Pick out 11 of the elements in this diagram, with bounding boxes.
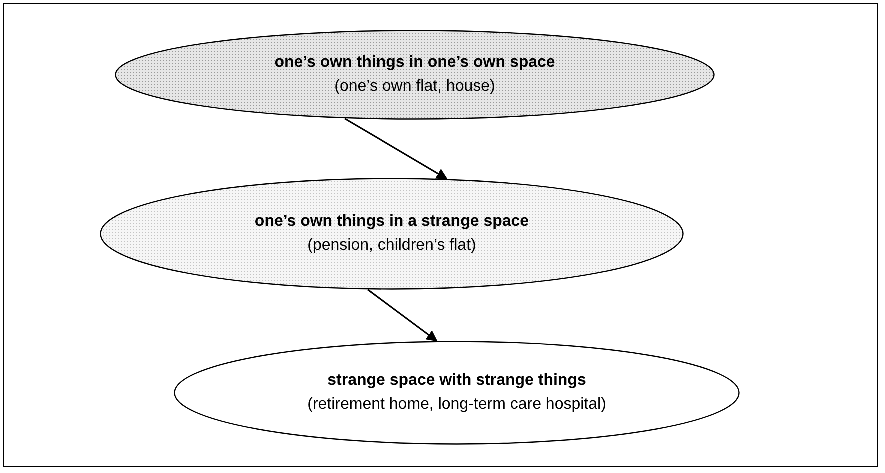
subtext: (pension, children’s flat) [308, 237, 476, 255]
heading-text: strange space with strange things [328, 372, 586, 390]
ellipse-node [115, 30, 715, 120]
heading-text: one’s own things in one’s own space [274, 54, 556, 72]
arrow [368, 289, 438, 342]
arrow [344, 118, 448, 180]
heading-text: one’s own things in a strange space [254, 213, 530, 231]
ellipse-node [174, 341, 740, 445]
subtext: (one’s own flat, house) [334, 78, 496, 96]
ellipse-node [100, 178, 684, 290]
subtext: (retirement home, long-term care hospital) [308, 396, 606, 414]
